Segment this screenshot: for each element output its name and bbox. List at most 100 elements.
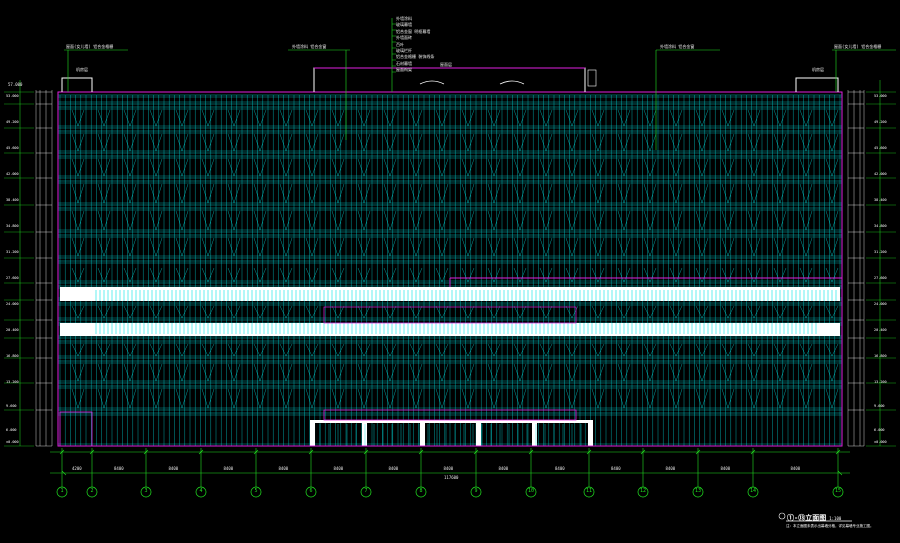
elevation-right-label: 16.800 (874, 354, 887, 358)
axis-bubble (747, 486, 759, 498)
axis-bubble (56, 486, 68, 498)
bay-dimension: 8400 (720, 466, 731, 471)
building-outline (35, 67, 865, 447)
axis-label: 13 (695, 488, 702, 494)
elevation-right-label: 20.400 (874, 328, 887, 332)
facade-grid (57, 91, 843, 446)
axis-label: 10 (528, 488, 535, 494)
callout-left-top: 屋面(女儿墙) 铝合金格栅 (66, 44, 114, 49)
drawing-note: 注：本立面图未表示出幕墙分格，详见幕墙专业施工图。 (786, 524, 874, 528)
elevation-left-label: 42.000 (6, 172, 19, 176)
axis-label: 12 (640, 488, 647, 494)
note-line: 屋面构架 (396, 67, 412, 73)
axis-bubbles (56, 486, 844, 498)
left-level-column (35, 90, 53, 447)
bay-dimension: 8400 (555, 466, 565, 471)
axis-label: 6 (309, 488, 313, 494)
mullion-lines (59, 95, 841, 446)
bay-dimension: 8400 (388, 466, 399, 471)
axis-bubble (637, 486, 649, 498)
axis-bubble (525, 486, 537, 498)
bay-dimension: 8400 (114, 466, 124, 471)
dim-ticks (59, 448, 843, 487)
axis-bubble (250, 486, 262, 498)
elevation-right-label: 53.000 (874, 94, 887, 98)
leader-right-mid (655, 49, 720, 150)
elevation-right-label: 49.200 (874, 120, 887, 124)
elevation-right-label: 38.400 (874, 198, 887, 202)
elevation-left-label: 27.600 (6, 276, 19, 280)
bay-dimension: 8400 (223, 466, 234, 471)
elevation-right-label: 45.600 (874, 146, 887, 150)
elevation-right-label: 42.000 (874, 172, 887, 176)
title-text: ①-⑬立面图 (787, 514, 827, 522)
elevation-right-label: ±0.000 (874, 440, 887, 444)
leader-left-top (64, 49, 128, 92)
bay-dimension: 8400 (278, 466, 289, 471)
leader-right-top (832, 49, 896, 92)
bay-dimension: 4200 (72, 466, 82, 471)
axis-label: 1 (60, 488, 64, 494)
podium-frame (323, 306, 577, 324)
top-elevation: 57.000 (8, 82, 23, 87)
callout-left-mid: 外墙涂料 铝合金窗 (292, 44, 327, 49)
elevation-left-label: 20.400 (6, 328, 19, 332)
axis-label: 4 (199, 488, 203, 494)
roof-stair (587, 69, 597, 87)
elevation-left-label: 24.000 (6, 302, 19, 306)
bay-dimension: 8400 (790, 466, 801, 471)
axis-label: 11 (586, 488, 593, 494)
lobby-beam (310, 420, 593, 423)
roof-label-right: 机房层 (812, 67, 824, 72)
axis-label: 2 (90, 488, 94, 494)
band-stripes-upper (95, 290, 837, 301)
axis-bubble (305, 486, 317, 498)
elevation-right-label: 9.600 (874, 404, 885, 408)
lobby-canopy (323, 409, 577, 421)
bay-dimension: 8400 (611, 466, 621, 471)
axis-label: 14 (750, 488, 757, 494)
roof-block-left (61, 77, 93, 92)
elevation-left-label: 34.800 (6, 224, 19, 228)
white-band-lower (60, 323, 840, 336)
right-level-column (847, 90, 865, 447)
leader-lines (64, 18, 896, 522)
note-line: 石材幕墙 (396, 60, 412, 66)
axis-bubble (86, 486, 98, 498)
axis-bubble (360, 486, 372, 498)
axis-bubble (832, 486, 844, 498)
elevation-left-label: ±0.000 (6, 440, 19, 444)
title-scale: 1:100 (829, 516, 842, 521)
roof-block-center (313, 67, 586, 92)
facade-outline (57, 91, 843, 447)
note-line: 铝合金格栅 装饰线条 (396, 54, 435, 60)
elevation-right-label: 6.000 (874, 428, 885, 432)
white-band-upper (60, 287, 840, 301)
note-line: 外墙涂料 (396, 16, 412, 21)
lobby-column (588, 420, 593, 446)
note-line: 百叶 (396, 41, 404, 47)
elevation-left-label: 49.200 (6, 120, 19, 124)
elevation-right-label: 13.200 (874, 380, 887, 384)
elevation-left-label: 6.000 (6, 428, 17, 432)
axis-label: 8 (419, 488, 423, 494)
casement-marks (71, 109, 839, 409)
roof-label-left: 机房层 (76, 67, 88, 72)
roof-equipment (419, 80, 525, 85)
center-leader (391, 18, 396, 92)
right-elev-ticks (866, 91, 896, 447)
note-line: 铝合金窗 明框幕墙 (396, 28, 431, 34)
lobby-column (310, 420, 315, 446)
elevation-left-label: 38.400 (6, 198, 19, 202)
callout-right-mid: 外墙涂料 铝合金窗 (660, 44, 695, 49)
lobby-column (420, 420, 425, 446)
lobby-column (362, 420, 367, 446)
axis-label: 9 (474, 488, 478, 494)
elevation-left-label: 53.000 (6, 94, 19, 98)
axis-bubble (692, 486, 704, 498)
elevation-left-label: 31.200 (6, 250, 19, 254)
axis-bubble (415, 486, 427, 498)
bay-dimension: 8400 (168, 466, 179, 471)
